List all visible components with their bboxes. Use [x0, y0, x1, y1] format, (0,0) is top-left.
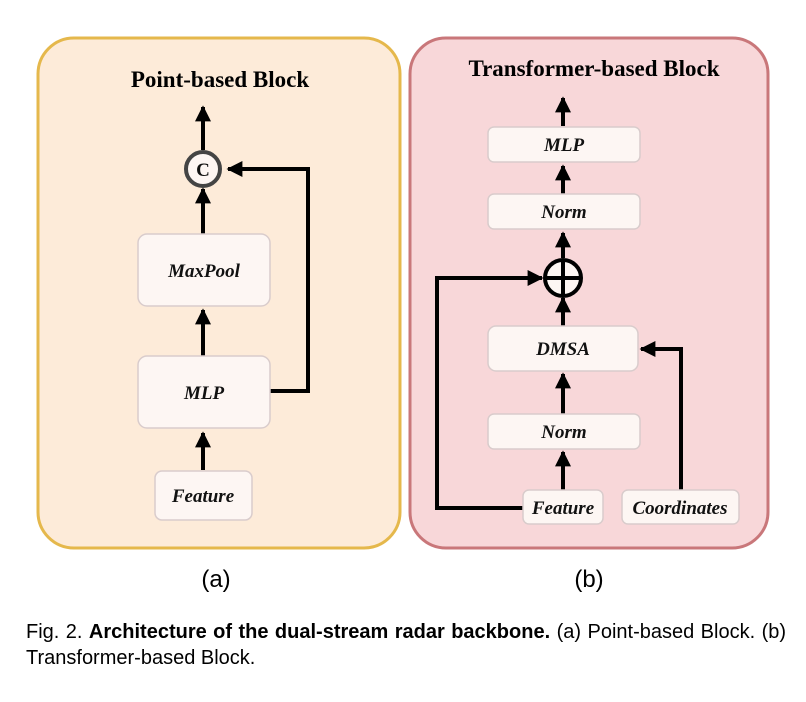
norm-label-top: Norm	[540, 202, 586, 223]
feature-label-b: Feature	[531, 498, 595, 519]
panel-a-title: Point-based Block	[131, 67, 309, 92]
panel-a-label: (a)	[201, 566, 230, 593]
maxpool-node	[137, 233, 271, 307]
caption-title: Architecture of the dual-stream radar ba…	[88, 621, 551, 643]
panel-b-title: Transformer-based Block	[468, 56, 719, 81]
caption-text: (a) Point-based Block. (b) Transformer-b…	[26, 621, 787, 669]
architecture-diagram: Point-based Block C MaxPool MLP Feature …	[36, 36, 770, 593]
panel-b-background	[408, 36, 770, 550]
dmsa-label: DMSA	[535, 339, 590, 360]
mlp-label-b: MLP	[543, 135, 585, 156]
mlp-node-b	[487, 126, 641, 163]
maxpool-label: MaxPool	[167, 261, 241, 282]
norm-label-bottom: Norm	[540, 422, 586, 443]
concat-node	[184, 150, 222, 188]
feature-node	[154, 470, 253, 521]
concat-symbol: C	[196, 160, 210, 181]
feature-label: Feature	[171, 486, 235, 507]
figure-caption: Fig. 2. Architecture of the dual-stream …	[26, 619, 786, 671]
panel-b-label: (b)	[574, 566, 603, 593]
panel-transformer-based-block: Transformer-based Block MLP Norm DMSA No…	[408, 36, 770, 550]
coordinates-node	[621, 489, 740, 525]
residual-connection-arrow	[435, 270, 544, 510]
mlp-label: MLP	[183, 383, 225, 404]
feature-node-b	[522, 489, 604, 525]
skip-connection-arrow	[226, 161, 310, 393]
coordinates-label: Coordinates	[632, 498, 727, 519]
norm-node-top	[487, 193, 641, 230]
dmsa-node	[487, 325, 639, 372]
caption-prefix: Fig. 2.	[26, 621, 83, 643]
mlp-node	[137, 355, 271, 429]
coordinates-to-dmsa-arrow	[639, 341, 683, 490]
norm-node-bottom	[487, 413, 641, 450]
panel-point-based-block: Point-based Block C MaxPool MLP Feature	[36, 36, 402, 550]
